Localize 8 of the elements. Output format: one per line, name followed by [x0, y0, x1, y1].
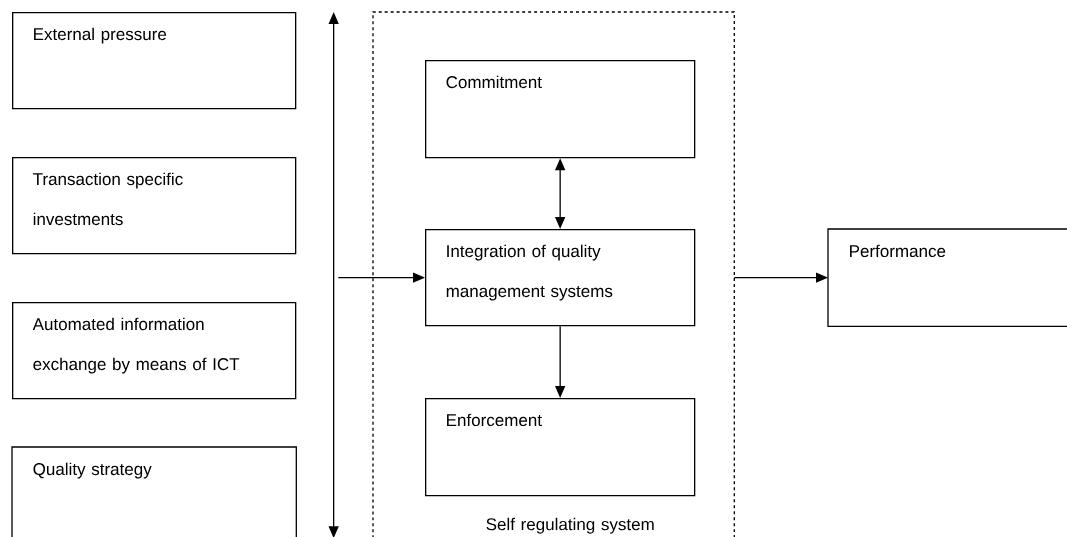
- text-box: Integration of quality management systems: [425, 229, 696, 327]
- text-box: Transaction specific investments: [12, 157, 297, 255]
- text-box: Automated information exchange by means of ICT: [12, 302, 297, 400]
- text-box: External pressure: [12, 12, 297, 110]
- text-box: Performance: [827, 228, 1067, 327]
- text-box: Quality strategy: [11, 446, 297, 537]
- text-box: Enforcement: [425, 398, 696, 497]
- text-box: Commitment: [425, 60, 696, 159]
